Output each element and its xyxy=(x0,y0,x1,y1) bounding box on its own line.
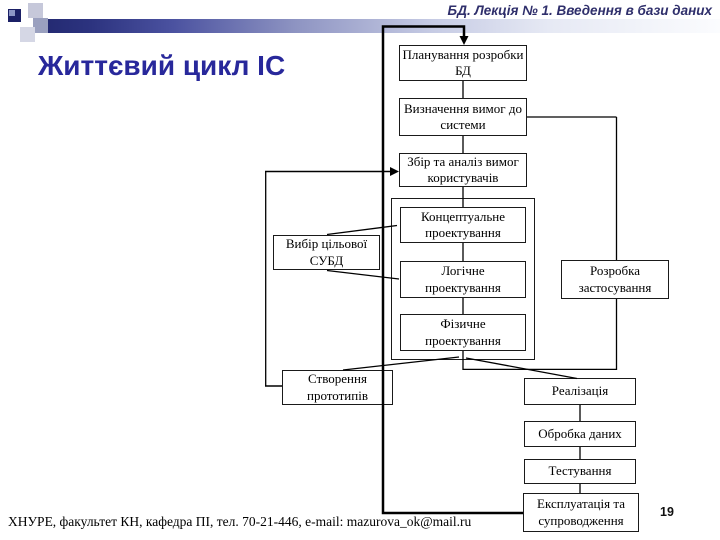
deco-square-lavender xyxy=(28,3,43,18)
box-testing: Тестування xyxy=(524,459,636,484)
box-implementation: Реалізація xyxy=(524,378,636,405)
deco-square-navy-inner xyxy=(9,10,15,16)
arrowhead-into-collect xyxy=(390,167,399,176)
gradient-bar xyxy=(36,19,720,33)
box-user-requirements: Збір та аналіз вимог користувачів xyxy=(399,153,527,187)
arrowhead-into-plan xyxy=(459,36,469,45)
edge-dbms-logic xyxy=(326,269,400,280)
footer-text: ХНУРЕ, факультет КН, кафедра ПІ, тел. 70… xyxy=(8,514,472,529)
box-logical-design: Логічне проектування xyxy=(400,261,526,298)
box-conceptual-design: Концептуальне проектування xyxy=(400,207,526,243)
box-db-planning: Планування розробки БД xyxy=(399,45,527,81)
edge-dbms-concept xyxy=(326,224,398,236)
box-app-development: Розробка застосування xyxy=(561,260,669,299)
box-data-conversion: Обробка даних xyxy=(524,421,636,447)
edge-phys-impl-diag xyxy=(465,357,578,380)
box-operation-maintenance: Експлуатація та супроводження xyxy=(523,493,639,532)
box-dbms-selection: Вибір цільової СУБД xyxy=(273,235,380,270)
deco-square-light xyxy=(20,27,35,42)
box-system-requirements: Визначення вимог до системи xyxy=(399,98,527,136)
lecture-header: БД. Лекція № 1. Введення в бази даних xyxy=(447,3,712,18)
box-prototyping: Створення прототипів xyxy=(282,370,393,405)
page-title: Життєвий цикл ІС xyxy=(38,50,286,81)
box-physical-design: Фізичне проектування xyxy=(400,314,526,351)
page-number: 19 xyxy=(660,505,674,519)
deco-square-mid xyxy=(33,18,48,33)
